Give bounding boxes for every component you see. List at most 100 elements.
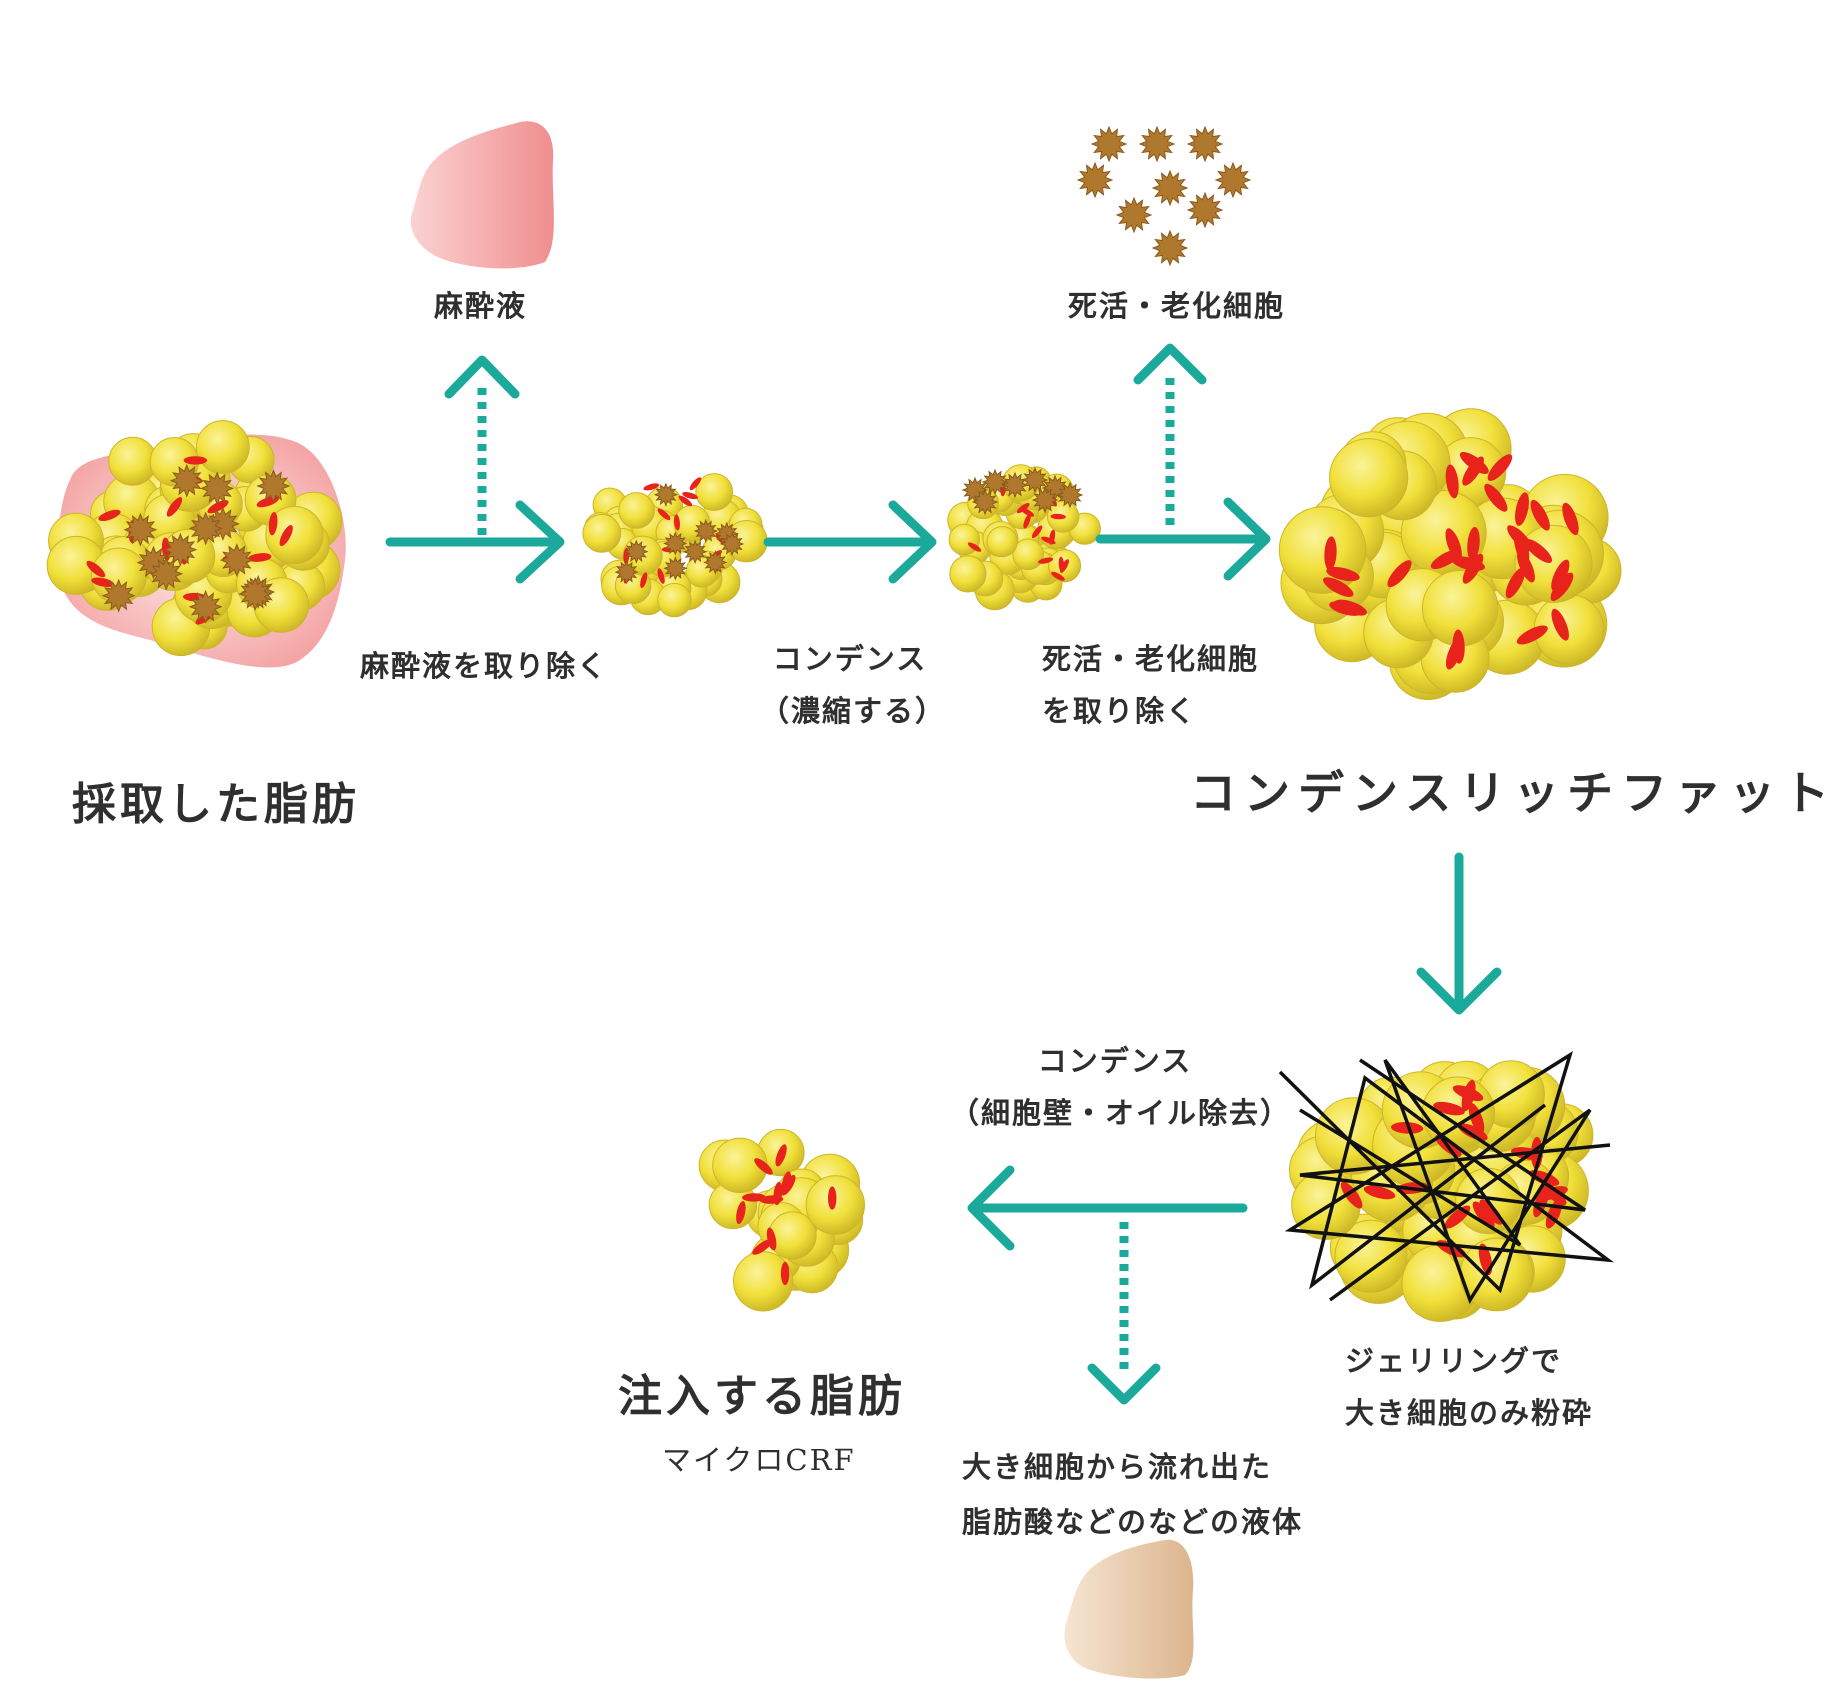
fat-after-condense-cluster	[947, 464, 1101, 611]
gel-ring-label: ジェリリングで 大き細胞のみ粉砕	[1345, 1335, 1593, 1439]
red-cell-icon	[183, 456, 208, 465]
fat-cell-icon	[768, 1211, 817, 1260]
red-cell-icon	[754, 1158, 773, 1175]
red-cell-icon	[1326, 567, 1360, 582]
gel-ring-lines-icon	[1278, 1051, 1615, 1304]
fat-cell-icon	[949, 555, 987, 593]
dead-cell-icon	[971, 488, 999, 516]
red-cell-icon	[673, 514, 681, 531]
dead-cell-icon	[663, 531, 688, 556]
dead-cell-icon	[256, 469, 291, 503]
dead-cell-icon	[1151, 229, 1189, 267]
red-cell-icon	[828, 1186, 837, 1210]
dead-cell-icon	[219, 543, 254, 578]
dead-cell-icon	[663, 556, 688, 581]
red-cell-icon	[1452, 629, 1465, 664]
red-cell-icon	[1445, 464, 1459, 499]
dead-cell-icon	[624, 539, 649, 564]
fat-cell-icon	[582, 513, 622, 553]
dead-cell-icon	[981, 468, 1009, 496]
red-cell-icon	[1323, 577, 1354, 597]
red-cell-icon	[91, 577, 115, 588]
dead-cell-icon	[1031, 486, 1059, 514]
red-cell-icon	[86, 560, 106, 578]
fat-cell-icon	[733, 1251, 794, 1312]
micro-crf-label: マイクロCRF	[662, 1443, 856, 1477]
liquid-label: 大き細胞から流れ出た 脂肪酸などのなどの液体	[962, 1440, 1303, 1550]
dead-cell-icon	[149, 556, 184, 591]
anesthetic-label: 麻酔液	[434, 289, 528, 323]
gel-ring-line1: ジェリリングで	[1345, 1344, 1563, 1378]
dead-cell-icon	[1090, 125, 1128, 163]
red-cell-icon	[781, 1174, 796, 1196]
red-cell-icon	[775, 1144, 787, 1167]
red-cell-icon	[1041, 536, 1056, 545]
dead-cell-icon	[1186, 125, 1224, 163]
condense-1-line1: コンデンス	[772, 642, 928, 676]
red-cell-icon	[689, 477, 702, 491]
red-cell-icon	[1340, 1181, 1363, 1209]
dead-cell-icon	[169, 463, 204, 498]
fat-after-anesthetic-cluster	[582, 473, 768, 618]
red-cell-icon	[1050, 513, 1066, 520]
red-cell-icon	[773, 1181, 783, 1206]
red-cell-icon	[1051, 571, 1065, 581]
red-cell-icon	[1390, 1122, 1424, 1134]
dead-cell-icon	[1076, 161, 1114, 199]
dead-cell-icon	[1001, 471, 1029, 499]
liquid-line1: 大き細胞から流れ出た	[962, 1450, 1273, 1484]
red-cell-icon	[1329, 601, 1363, 616]
red-cell-icon	[682, 492, 698, 500]
liquid-blob-icon	[1064, 1539, 1194, 1679]
dead-cell-icon	[1115, 196, 1153, 234]
micro-crf-cluster	[698, 1128, 865, 1312]
red-cell-icon	[1472, 1201, 1495, 1228]
remove-dead-line1: 死活・老化細胞	[1042, 642, 1260, 676]
dead-cells-label: 死活・老化細胞	[1068, 289, 1286, 323]
red-cell-icon	[279, 525, 293, 547]
harvested-fat-title: 採取した脂肪	[72, 779, 360, 830]
dead-cell-icon	[123, 512, 158, 547]
remove-dead-label: 死活・老化細胞 を取り除く	[1042, 633, 1259, 737]
red-cell-icon	[1551, 608, 1569, 641]
red-cell-icon	[1479, 1199, 1503, 1225]
red-cell-icon	[1461, 1079, 1476, 1112]
dead-cell-icon	[682, 539, 708, 564]
red-cell-icon	[1324, 536, 1337, 571]
red-cell-icon	[1023, 513, 1031, 529]
remove-anesthetic-label: 麻酔液を取り除く	[360, 649, 609, 683]
red-cell-icon	[1031, 525, 1043, 539]
dead-cell-icon	[1056, 481, 1084, 509]
dead-cell-icon	[719, 531, 745, 557]
red-cell-icon	[657, 508, 671, 521]
dead-cell-icon	[614, 559, 639, 585]
red-cell-icon	[1457, 1123, 1488, 1141]
red-cell-icon	[1505, 567, 1526, 599]
red-cell-icon	[736, 1201, 746, 1225]
red-cell-icon	[1459, 451, 1489, 475]
red-cell-icon	[166, 497, 183, 517]
injected-fat-title: 注入する脂肪	[618, 1371, 906, 1422]
red-cell-icon	[248, 553, 272, 562]
fat-cell-icon	[657, 582, 692, 618]
red-cell-icon	[967, 542, 982, 552]
red-cell-icon	[1468, 1103, 1485, 1134]
dead-cell-icon	[1138, 125, 1176, 163]
red-cell-icon	[1515, 492, 1529, 526]
red-cell-icon	[1562, 502, 1579, 536]
red-cell-icon	[678, 495, 693, 507]
red-cell-icon	[1387, 560, 1412, 588]
fat-cell-icon	[265, 505, 324, 565]
dead-cell-icon	[1214, 161, 1252, 199]
dead-cell-icon	[200, 471, 235, 506]
liquid-line2: 脂肪酸などのなどの液体	[962, 1505, 1304, 1539]
red-cell-icon	[207, 500, 229, 514]
gel-ring-line2: 大き細胞のみ粉砕	[1345, 1396, 1594, 1430]
dead-cell-icon	[703, 550, 728, 575]
fat-cell-icon	[108, 436, 158, 486]
red-cell-icon	[1516, 625, 1548, 645]
red-cell-icon	[1016, 502, 1030, 514]
dead-cell-icon	[188, 511, 223, 546]
red-cell-icon	[1038, 557, 1054, 564]
